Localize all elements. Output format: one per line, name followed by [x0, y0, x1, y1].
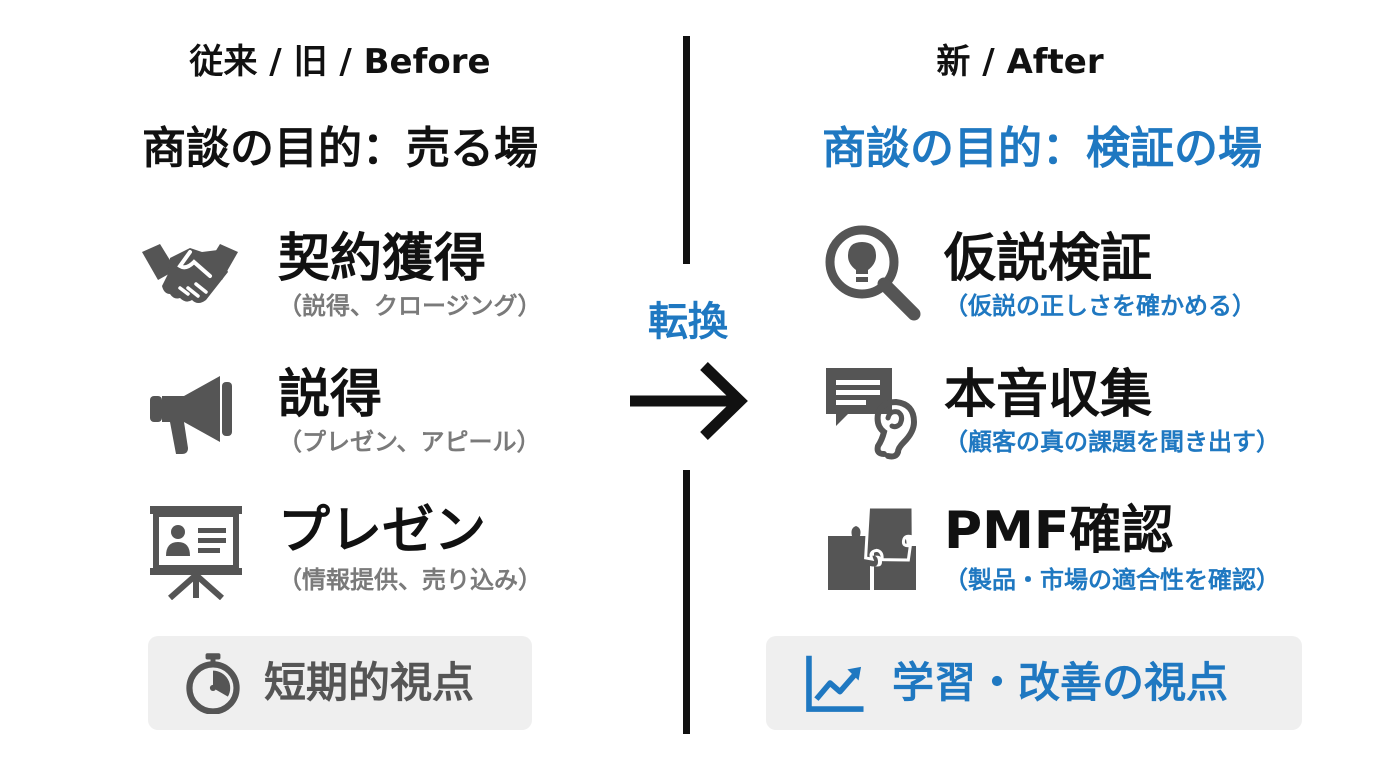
- before-footer-text: 短期的視点: [264, 658, 475, 707]
- after-label: 新 / After: [936, 42, 1104, 82]
- before-item-title: 契約獲得: [278, 229, 487, 289]
- speech-bubble-ear-icon: [822, 362, 922, 462]
- before-item-title: 説得: [278, 365, 383, 425]
- presentation-board-icon: [146, 500, 246, 600]
- after-item-subtitle: （顧客の真の課題を聞き出す）: [944, 428, 1280, 456]
- after-item-title: PMF確認: [944, 501, 1174, 561]
- handshake-icon: [140, 222, 240, 322]
- after-item-subtitle: （仮説の正しさを確かめる）: [944, 292, 1256, 320]
- divider-top: [683, 36, 690, 264]
- growth-chart-icon: [804, 652, 866, 714]
- before-title: 商談の目的：売る場: [142, 123, 538, 174]
- after-item-title: 本音収集: [944, 365, 1153, 425]
- divider-bottom: [683, 470, 690, 734]
- magnifier-lightbulb-icon: [822, 222, 922, 322]
- before-item-subtitle: （説得、クロージング）: [278, 292, 542, 320]
- megaphone-icon: [144, 362, 244, 462]
- switch-label: 転換: [648, 299, 728, 345]
- after-title: 商談の目的：検証の場: [822, 123, 1262, 174]
- puzzle-icon: [822, 500, 922, 600]
- after-item-subtitle: （製品・市場の適合性を確認）: [944, 566, 1280, 594]
- stopwatch-icon: [182, 652, 244, 714]
- before-item-subtitle: （情報提供、売り込み）: [278, 566, 542, 594]
- after-footer-text: 学習・改善の視点: [892, 658, 1229, 707]
- before-item-subtitle: （プレゼン、アピール）: [278, 428, 541, 456]
- arrow-right-icon: [626, 360, 750, 442]
- after-item-title: 仮説検証: [944, 229, 1153, 289]
- before-label: 従来 / 旧 / Before: [189, 42, 491, 82]
- after-footer: 学習・改善の視点: [766, 636, 1302, 730]
- before-item-title: プレゼン: [278, 501, 487, 561]
- before-footer: 短期的視点: [148, 636, 532, 730]
